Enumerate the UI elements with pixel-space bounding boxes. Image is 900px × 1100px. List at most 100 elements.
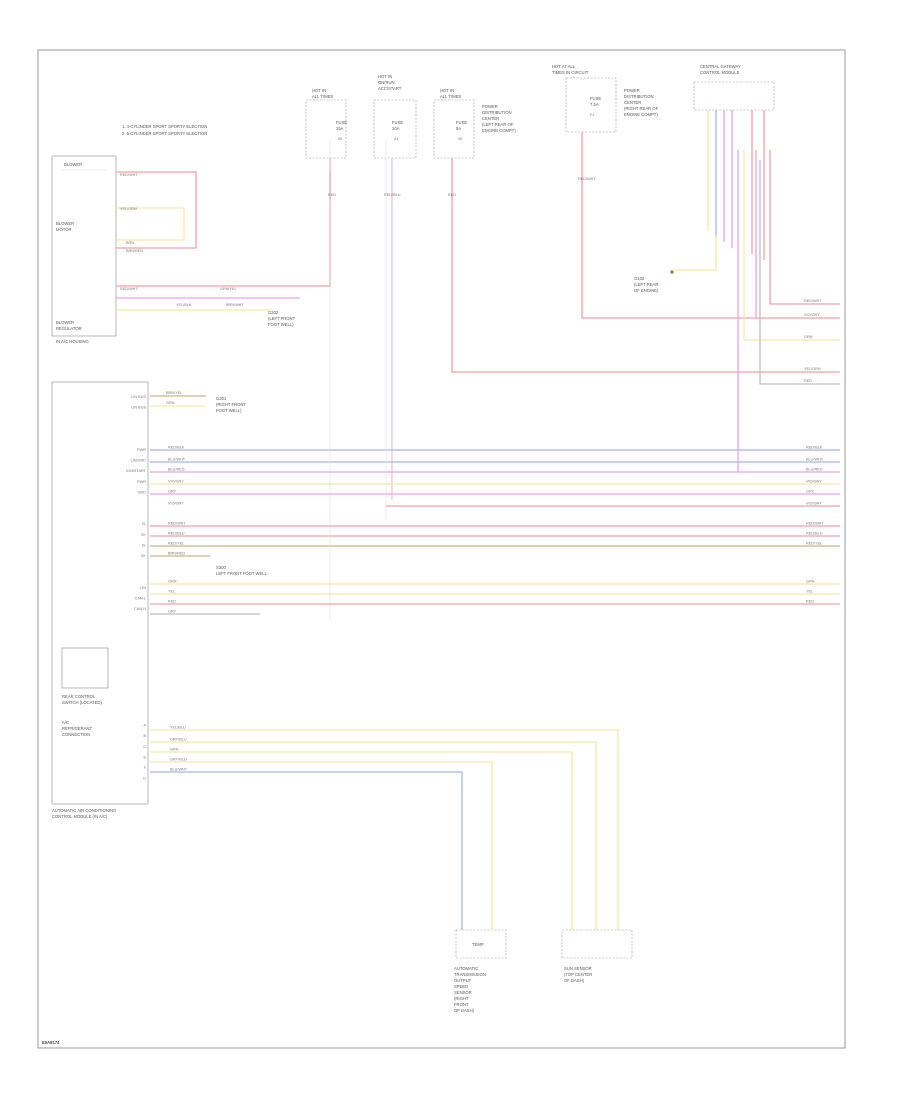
bus-wire-label-right-10: GRN [806, 580, 815, 584]
blower-loc-label: IN A/C HOUSING [56, 339, 89, 344]
bus-wire-label-right-7: RED/BLU [806, 532, 823, 536]
fuse3-num: 30 [458, 137, 462, 141]
refrig-label-1: A/C [62, 720, 69, 725]
fuse3-amp: 5A [456, 126, 461, 131]
ac-module-label-2: CONTROL MODULE (IN A/C) [52, 814, 108, 819]
sensor-wire-label-1: GRY/BLU [170, 738, 187, 742]
ac-pin-label: B [143, 734, 146, 738]
speed-sensor-box [455, 929, 507, 959]
blower-section: BLOWER BLOWER MOTOR BLOWER REGULATOR IN … [51, 124, 207, 344]
bus-wire-label-right-8: RED/YEL [806, 542, 822, 546]
ac-short-wire-label-1: BRN/YEL [166, 391, 182, 395]
ac-pin-label: F [144, 766, 147, 770]
bus-wire-label-left-5: VIO/GRY [168, 502, 184, 506]
bus-wire-label-left-0: RED/BLK [168, 446, 185, 450]
fuse1-fuse: FUSE [336, 120, 347, 125]
fuse-block-far [565, 77, 617, 133]
rear-switch-label-1: REAR CONTROL [62, 694, 96, 699]
ground1-label-3: OF ENGINE) [634, 288, 659, 293]
fuse4-desc-3: CENTER [624, 100, 641, 105]
fuse4-desc-4: (RIGHT REAR OF [624, 106, 659, 111]
blower-wire-red [116, 171, 197, 249]
bus-wire-label-left-11: YEL [168, 590, 175, 594]
fuse4-desc-2: DISTRIBUTION [624, 94, 654, 99]
fuse1-wire-label: RED [328, 193, 336, 197]
bus-wire-label-left-4: GRY [168, 490, 177, 494]
sensor-wire-1 [150, 741, 597, 930]
central-gateway-box [693, 81, 775, 111]
fuse-block-right [433, 99, 475, 159]
fuse-section: HOT IN ALL TIMES FUSE 15A 60 HOT IN ON/R… [305, 64, 775, 159]
fuse2-amp: 10A [392, 126, 400, 131]
speed-sensor-label-1: AUTOMATIC [454, 966, 478, 971]
blower-wire-label-6: YEL/BLK [176, 303, 192, 307]
rear-switch-box [61, 647, 109, 689]
blower-wire-label-1: YEL/GRN [120, 207, 137, 211]
ac-pin-label: B+ [141, 554, 147, 558]
ground1-label-1: G102 [634, 276, 645, 281]
fuseblock-desc-4: (LEFT REAR OF [482, 122, 514, 127]
bus-wire-label-left-6: RED/WHT [168, 522, 186, 526]
sun-sensor-label-1: SUN SENSOR [564, 966, 592, 971]
sun-sensor-box [561, 929, 633, 959]
ground2-label-3: FOOT WELL) [268, 322, 294, 327]
sun-sensor-label-3: OF DASH) [564, 978, 585, 983]
bus-wire-label-left-1: BLU/WHT [168, 458, 186, 462]
bus-wire-label-right-1: BLU/WHT [806, 458, 824, 462]
speed-sensor-label-6: (RIGHT [454, 996, 469, 1001]
fuse2-fuse: FUSE [392, 120, 403, 125]
right-wire-label-3: YEL/GRN [804, 367, 821, 371]
blower-box [51, 155, 117, 337]
ground-labels: G102 (LEFT REAR OF ENGINE) G302 (LEFT FR… [216, 270, 674, 576]
gateway-ground-wire [674, 236, 717, 271]
ac-pin-label: LIN BUS [131, 406, 146, 410]
ground1-dot [670, 270, 674, 274]
bus-wire-label-left-7: RED/BLU [168, 532, 185, 536]
blower-wire-label-2: BRN [126, 241, 134, 245]
fuse3-title: HOT IN [440, 88, 454, 93]
right-wire-label-1: VIO/GRY [804, 313, 820, 317]
speed-sensor-label-4: SPEED [454, 984, 468, 989]
sun-sensor-label-2: (TOP CENTER [564, 972, 592, 977]
ac-pin-label: LIN BUS [131, 395, 146, 399]
blower-mid2-label: MOTOR [56, 227, 72, 232]
gateway-wire-right-1 [743, 150, 840, 341]
fuse2-title: HOT IN [378, 74, 392, 79]
ac-pin-label: A [143, 724, 146, 728]
ac-pin-label: CAN-H [134, 607, 146, 611]
fuse1-num: 60 [338, 137, 342, 141]
bus-wire-label-left-2: BLU/RED [168, 468, 185, 472]
fuse1-amp: 15A [336, 126, 344, 131]
right-wire-label-0: RED/WHT [804, 299, 822, 303]
blower-wire-label-0: RED/WHT [120, 173, 138, 177]
ac-pin-label: PWR [137, 480, 146, 484]
ac-pin-label: E [143, 755, 146, 759]
fuse4-wire-label: RED/WHT [578, 177, 596, 181]
blower-wire-label-3: BRN/RED [126, 249, 143, 253]
speed-sensor-label-2: TRANSMISSION [454, 972, 486, 977]
fuse4-amp: 7.5A [590, 102, 599, 107]
fuse2-num: A1 [394, 137, 399, 141]
diagram-frame [37, 49, 846, 1049]
speed-sensor-label-5: SENSOR [454, 990, 472, 995]
bus-wire-label-left-3: VIO/GRY [168, 480, 184, 484]
fuseblock-desc-5: ENGINE COMPT) [482, 128, 516, 133]
speed-sensor-tag: TEMP [472, 942, 484, 947]
fuse4-wire [581, 132, 840, 319]
speed-sensor-label-3: OUTPUT [454, 978, 472, 983]
ac-pin-label: IGN/START [126, 469, 147, 473]
sensor-wire-2 [150, 751, 573, 930]
speed-sensor-label-7: FRONT [454, 1002, 469, 1007]
sensor-wire-label-2: GRN [170, 748, 179, 752]
ac-pin-label: B+ [141, 533, 147, 537]
sensor-wire-label-0: YEL/BLU [170, 726, 186, 730]
sensor-wire-label-3: GRY/BLU [170, 758, 187, 762]
ac-pin-label: C [143, 745, 146, 749]
fuse4-desc-5: ENGINE COMPT) [624, 112, 658, 117]
fuse4-num: F1 [590, 113, 594, 117]
fuse1-sub: ALL TIMES [312, 94, 333, 99]
bus-wire-label-right-12: RED [806, 600, 814, 604]
sensor-wire-label-4: BLU/WHT [170, 768, 188, 772]
